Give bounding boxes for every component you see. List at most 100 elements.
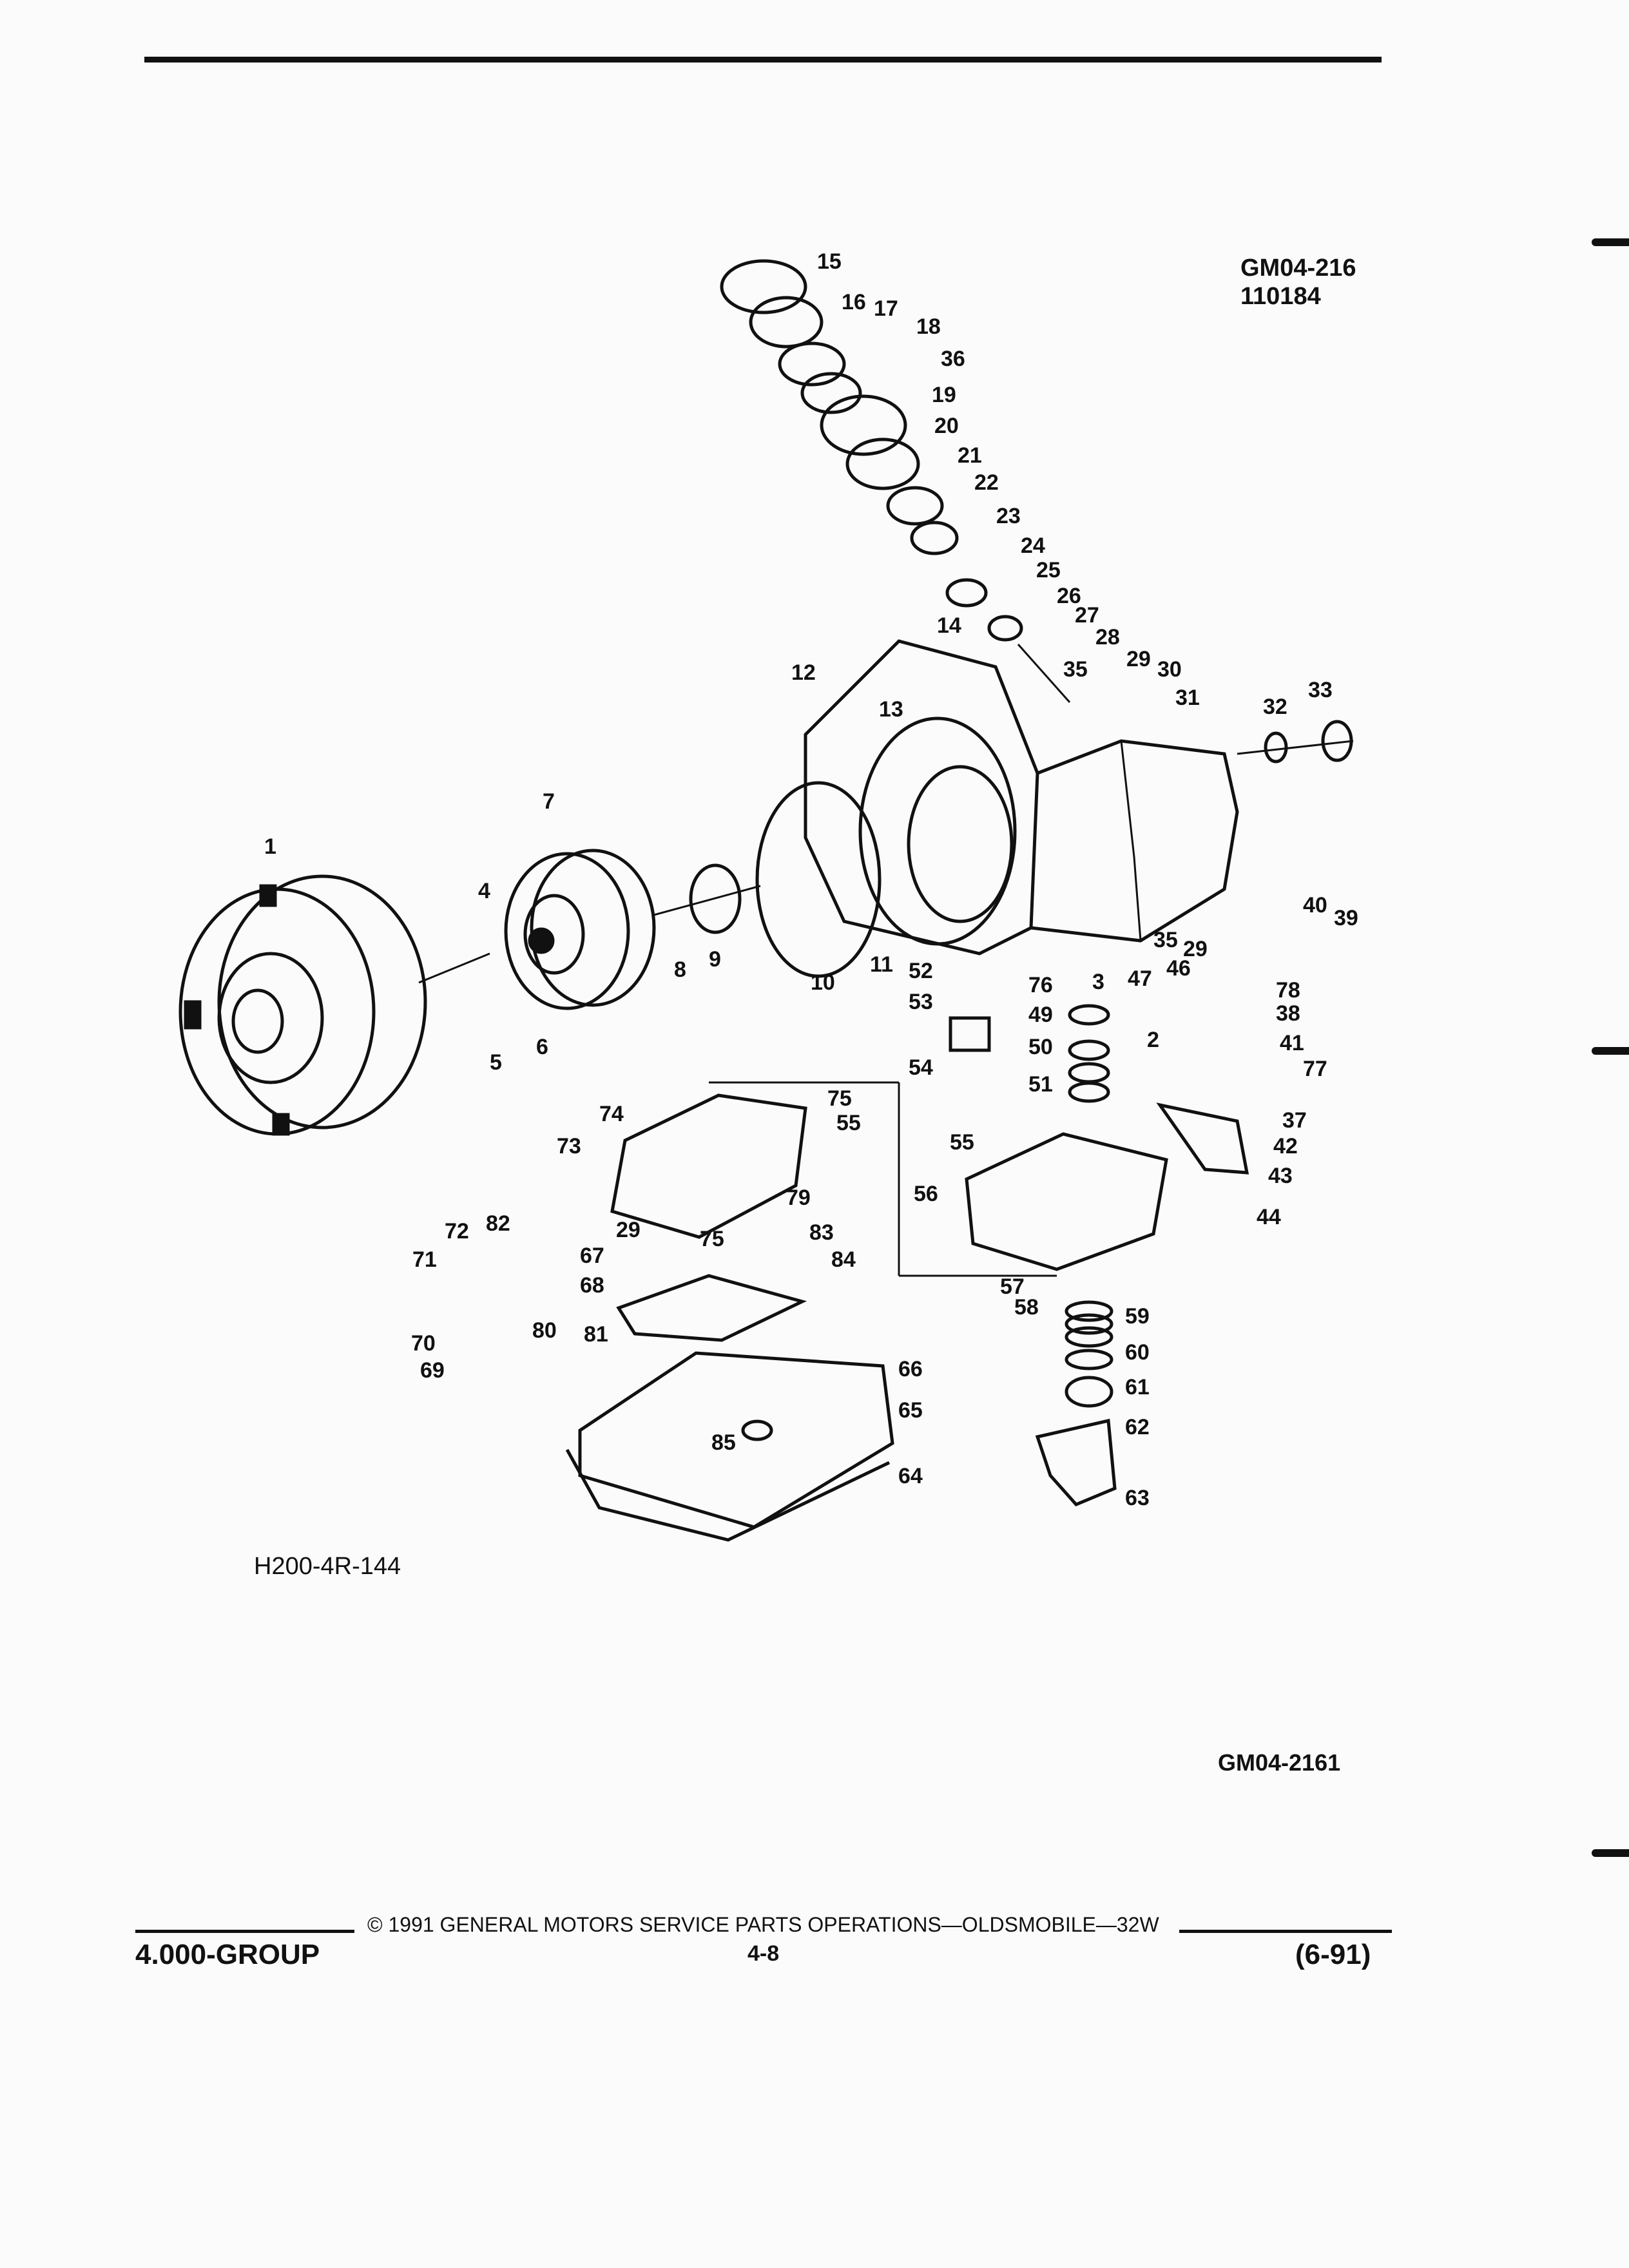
callout-64: 64 — [898, 1464, 923, 1488]
accumulator-drawing — [1035, 1300, 1117, 1506]
drawing-strokes — [178, 259, 1354, 1542]
callout-28: 28 — [1095, 625, 1120, 649]
oil-pump-drawing — [504, 849, 761, 1010]
callout-37: 37 — [1282, 1108, 1307, 1133]
callout-54: 54 — [909, 1055, 933, 1080]
callout-69: 69 — [420, 1358, 445, 1383]
clutch-stack-drawing — [720, 259, 1071, 703]
callout-84: 84 — [831, 1247, 856, 1272]
callout-labels: 1 2 3 4 5 6 7 8 9 10 11 12 13 14 15 16 1… — [264, 249, 1358, 1510]
torque-converter-drawing — [178, 874, 490, 1136]
callout-14: 14 — [937, 613, 961, 638]
callout-31: 31 — [1175, 686, 1200, 710]
margin-mark — [1592, 1849, 1629, 1857]
callout-29-upper: 29 — [1126, 647, 1151, 671]
callout-76: 76 — [1028, 973, 1053, 997]
callout-67: 67 — [580, 1244, 604, 1268]
filter-drawing — [616, 1274, 807, 1342]
callout-13: 13 — [879, 697, 903, 722]
footer-date: (6-91) — [1295, 1939, 1371, 1970]
callout-73: 73 — [557, 1134, 581, 1158]
callout-55-right: 55 — [950, 1130, 974, 1155]
callout-11: 11 — [870, 952, 893, 977]
callout-50: 50 — [1028, 1035, 1053, 1059]
valve-body-drawing — [610, 1081, 1057, 1277]
washer-9-drawing — [689, 863, 742, 934]
callout-23: 23 — [996, 504, 1021, 528]
callout-55-left: 55 — [836, 1111, 861, 1135]
callout-59: 59 — [1125, 1304, 1150, 1329]
callout-81: 81 — [584, 1322, 608, 1347]
callout-17: 17 — [874, 296, 898, 321]
callout-39: 39 — [1334, 906, 1358, 930]
callout-4: 4 — [478, 879, 490, 903]
transmission-case-drawing — [804, 639, 1354, 956]
callout-53: 53 — [909, 990, 933, 1014]
callout-1: 1 — [264, 834, 276, 859]
footer-group: 4.000-GROUP — [135, 1939, 320, 1970]
callout-10: 10 — [811, 970, 835, 995]
callout-79: 79 — [786, 1186, 811, 1210]
callout-83: 83 — [809, 1220, 834, 1245]
servo-drawing — [1068, 1004, 1110, 1103]
callout-30: 30 — [1157, 657, 1182, 682]
callout-16: 16 — [842, 290, 866, 314]
figure-ref-line-2: 110184 — [1240, 283, 1321, 310]
figure-reference-bottom: GM04-2161 — [1218, 1749, 1341, 1776]
callout-5: 5 — [490, 1050, 502, 1075]
oil-pan-drawing — [565, 1351, 894, 1542]
callout-80: 80 — [532, 1318, 557, 1343]
callout-65: 65 — [898, 1398, 923, 1423]
callout-43: 43 — [1268, 1164, 1293, 1188]
callout-51: 51 — [1028, 1072, 1053, 1097]
callout-6: 6 — [536, 1035, 548, 1059]
callout-77: 77 — [1303, 1057, 1327, 1081]
callout-20: 20 — [934, 414, 959, 438]
callout-26: 26 — [1057, 584, 1081, 608]
seal-ring-10-drawing — [755, 781, 882, 978]
footer-rule-right — [1179, 1930, 1392, 1933]
callout-32: 32 — [1263, 695, 1287, 719]
callout-29-lower: 29 — [616, 1218, 641, 1242]
callout-25: 25 — [1036, 558, 1061, 582]
callout-42: 42 — [1273, 1134, 1298, 1158]
callout-35-upper: 35 — [1063, 657, 1088, 682]
callout-33: 33 — [1308, 678, 1333, 702]
callout-36: 36 — [941, 347, 965, 371]
callout-52: 52 — [909, 959, 933, 983]
callout-60: 60 — [1125, 1340, 1150, 1365]
callout-56: 56 — [914, 1182, 938, 1206]
callout-62: 62 — [1125, 1415, 1150, 1439]
callout-19: 19 — [932, 383, 956, 407]
callout-85: 85 — [711, 1430, 736, 1455]
callout-35-lower: 35 — [1153, 928, 1178, 952]
callout-9: 9 — [709, 947, 721, 972]
separator-plate-drawing — [965, 1132, 1168, 1271]
page-footer: © 1991 GENERAL MOTORS SERVICE PARTS OPER… — [135, 1913, 1392, 1981]
callout-29-right: 29 — [1183, 937, 1208, 961]
callout-3: 3 — [1092, 970, 1104, 994]
footer-page-number: 4-8 — [747, 1941, 780, 1966]
callout-47: 47 — [1128, 966, 1152, 991]
margin-mark — [1592, 1047, 1629, 1055]
figure-subcaption: H200-4R-144 — [254, 1553, 401, 1580]
callout-72: 72 — [445, 1219, 469, 1244]
callout-46: 46 — [1166, 956, 1191, 981]
callout-74: 74 — [599, 1102, 624, 1126]
solenoid-drawing — [949, 1016, 991, 1052]
callout-24: 24 — [1021, 533, 1045, 558]
callout-57: 57 — [1000, 1274, 1025, 1299]
callout-63: 63 — [1125, 1486, 1150, 1510]
callout-22: 22 — [974, 470, 999, 495]
callout-75-upper: 75 — [827, 1086, 852, 1111]
callout-27: 27 — [1075, 603, 1099, 628]
callout-71: 71 — [412, 1247, 437, 1272]
figure-reference-top: GM04-216 110184 — [1240, 254, 1356, 311]
callout-49: 49 — [1028, 1003, 1053, 1027]
margin-mark — [1592, 238, 1629, 246]
detent-lever-drawing — [1156, 1102, 1249, 1175]
callout-2: 2 — [1147, 1028, 1159, 1052]
callout-7: 7 — [543, 789, 555, 814]
callout-75-lower: 75 — [700, 1227, 724, 1251]
